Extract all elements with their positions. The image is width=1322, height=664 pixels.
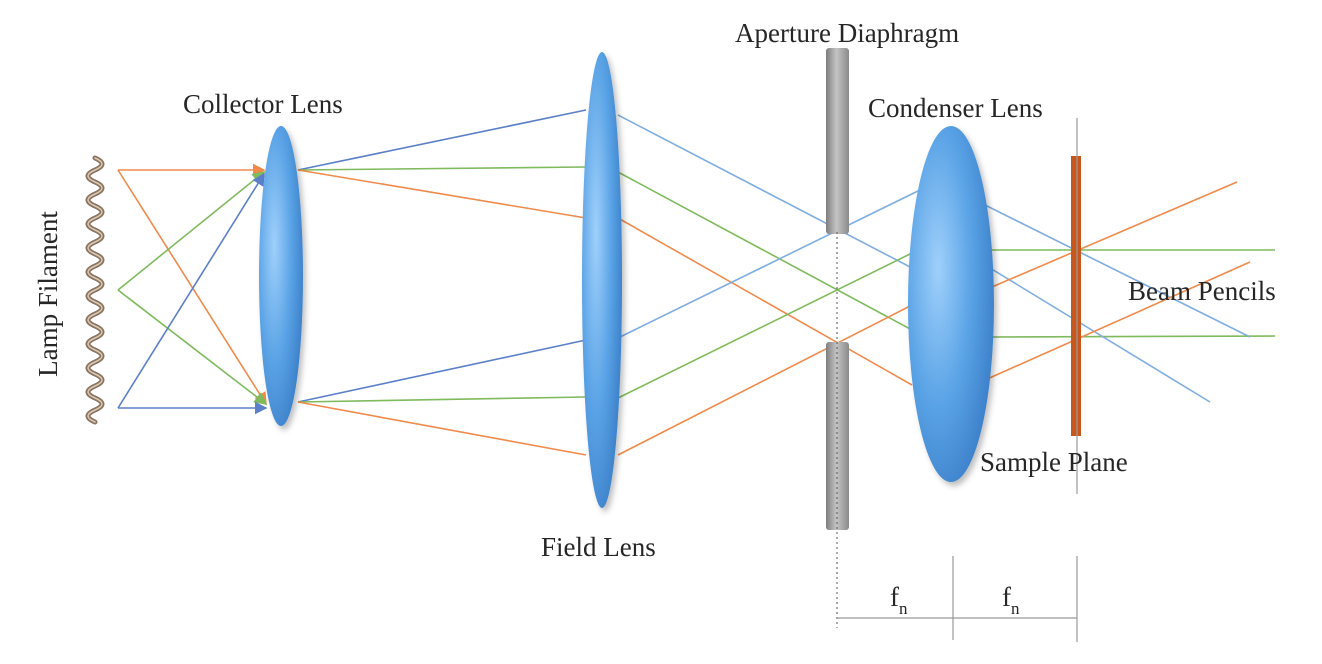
lamp-filament-icon [85,155,105,425]
beam-pencils-label: Beam Pencils [1128,276,1276,306]
aperture-diaphragm-label: Aperture Diaphragm [735,18,959,48]
condenser-lens [908,126,994,482]
sample-plane-label: Sample Plane [980,447,1128,477]
filament-rays [117,163,268,415]
sample-plane-bar [1071,156,1081,436]
collector-lens-label: Collector Lens [183,89,343,119]
aperture-diaphragm [826,48,849,530]
field-lens [582,52,622,508]
condenser-lens-label: Condenser Lens [868,93,1043,123]
collector-to-field-rays [297,109,587,456]
lamp-filament-label: Lamp Filament [33,211,63,377]
field-to-condenser-rays [617,114,921,456]
field-lens-label: Field Lens [541,532,656,562]
beam-pencil-rays [984,181,1276,403]
focal-length-label-1: fn [890,582,908,618]
focal-length-label-2: fn [1002,582,1020,618]
collector-lens [259,126,303,426]
